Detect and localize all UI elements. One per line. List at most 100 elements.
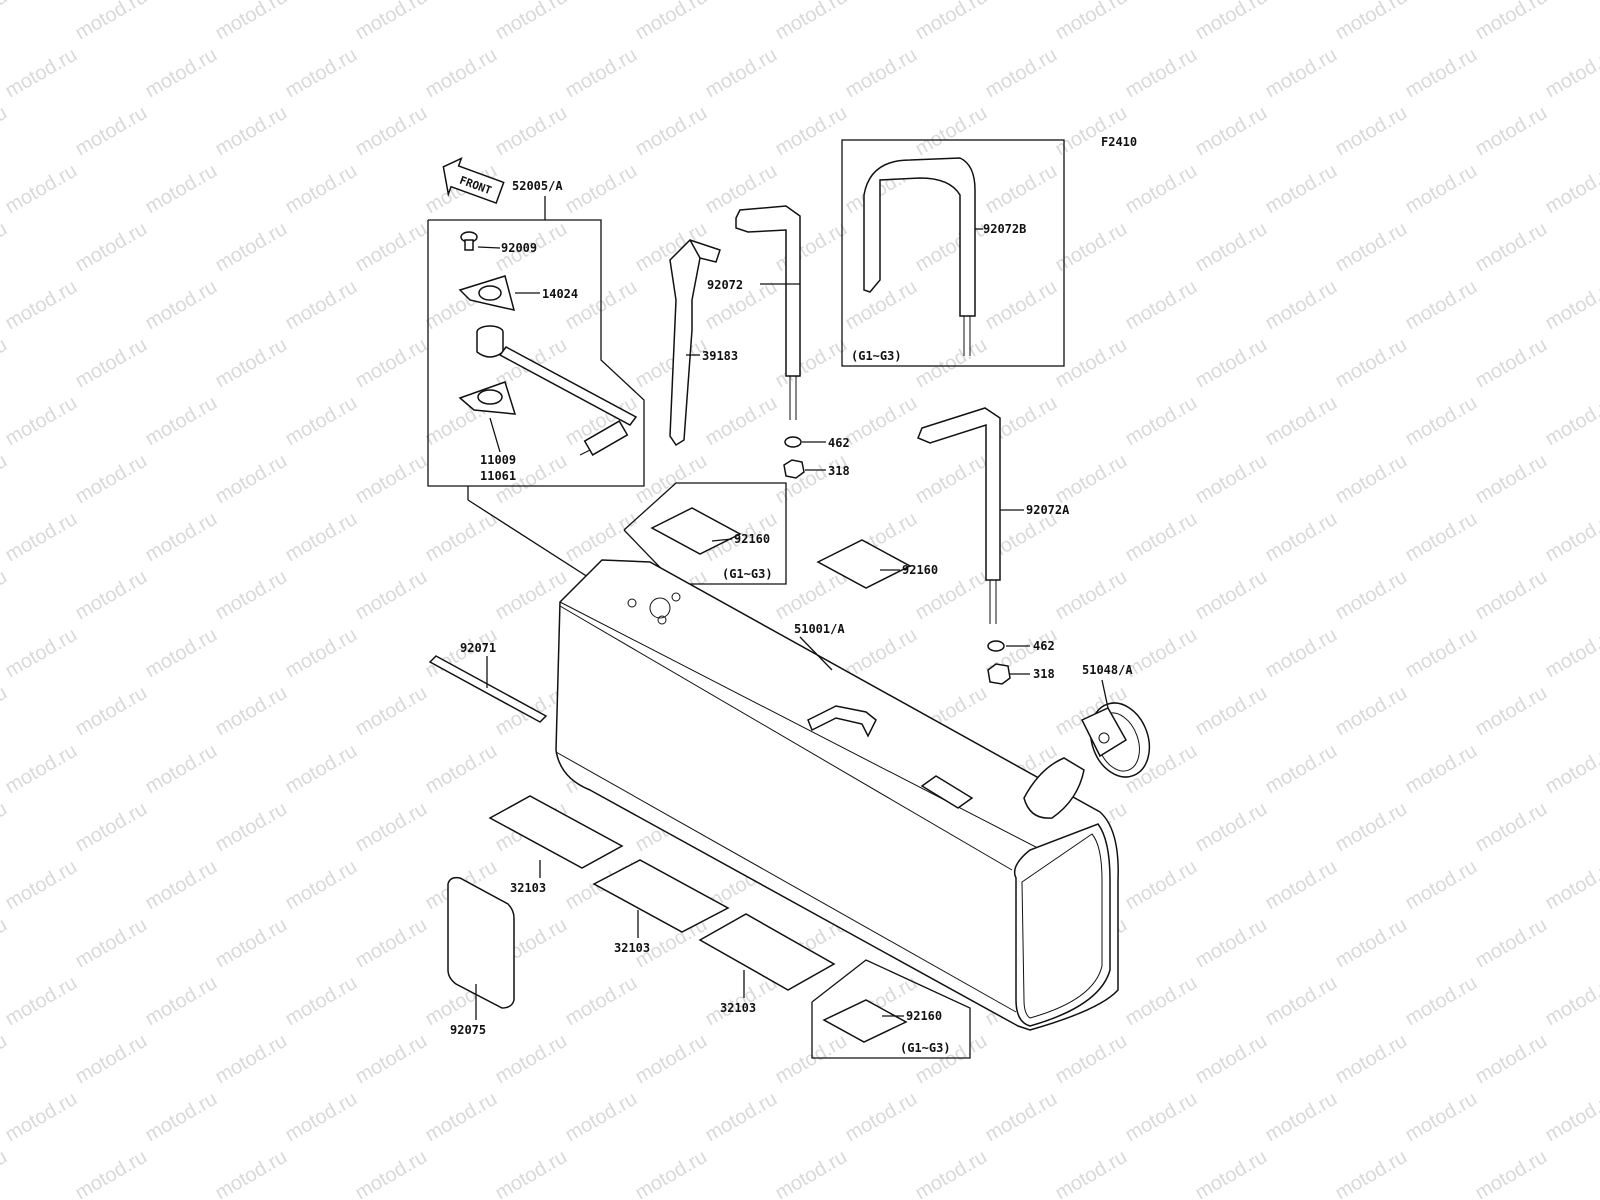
screw-92009-part [460, 231, 478, 251]
watermark-text: motod.ru [1122, 160, 1201, 219]
watermark-text: motod.ru [982, 276, 1061, 335]
watermark-text: motod.ru [1262, 44, 1341, 103]
watermark-text: motod.ru [352, 1146, 431, 1200]
watermark-text: motod.ru [212, 102, 291, 161]
watermark-text: motod.ru [1262, 508, 1341, 567]
watermark-text: motod.ru [0, 566, 11, 625]
watermark-text: motod.ru [1472, 450, 1551, 509]
watermark-text: motod.ru [212, 1146, 291, 1200]
watermark-text: motod.ru [2, 44, 81, 103]
watermark-text: motod.ru [1332, 798, 1411, 857]
watermark-text: motod.ru [1402, 276, 1481, 335]
watermark-text: motod.ru [842, 624, 921, 683]
watermark-text: motod.ru [1542, 856, 1600, 915]
watermark-text: motod.ru [1192, 450, 1271, 509]
watermark-text: motod.ru [2, 508, 81, 567]
watermark-text: motod.ru [982, 160, 1061, 219]
watermark-text: motod.ru [422, 1088, 501, 1147]
callout-92071: 92071 [460, 641, 496, 655]
watermark-text: motod.ru [1332, 914, 1411, 973]
watermark-text: motod.ru [1122, 276, 1201, 335]
callout-32103-b: 32103 [614, 941, 650, 955]
watermark-text: motod.ru [982, 44, 1061, 103]
watermark-text: motod.ru [422, 508, 501, 567]
callout-92075: 92075 [450, 1023, 486, 1037]
watermark-text: motod.ru [2, 1088, 81, 1147]
washer-462-upper-part [784, 436, 802, 448]
watermark-text: motod.ru [2, 392, 81, 451]
watermark-text: motod.ru [352, 334, 431, 393]
watermark-text: motod.ru [72, 566, 151, 625]
watermark-text: motod.ru [2, 276, 81, 335]
watermark-text: motod.ru [72, 914, 151, 973]
callout-32103-a: 32103 [510, 881, 546, 895]
watermark-text: motod.ru [352, 102, 431, 161]
callout-51048A: 51048/A [1082, 663, 1133, 677]
watermark-text: motod.ru [1192, 682, 1271, 741]
watermark-text: motod.ru [282, 508, 361, 567]
watermark-text: motod.ru [912, 450, 991, 509]
watermark-text: motod.ru [212, 334, 291, 393]
watermark-text: motod.ru [142, 508, 221, 567]
watermark-text: motod.ru [912, 0, 991, 44]
callout-92009: 92009 [501, 241, 537, 255]
callout-11061: 11061 [480, 469, 516, 483]
front-arrow-icon: FRONT [442, 157, 505, 205]
watermark-text: motod.ru [282, 740, 361, 799]
watermark-text: motod.ru [772, 566, 851, 625]
watermark-text: motod.ru [212, 0, 291, 44]
watermark-text: motod.ru [0, 682, 11, 741]
watermark-text: motod.ru [1192, 1030, 1271, 1089]
watermark-text: motod.ru [1332, 102, 1411, 161]
watermark-text: motod.ru [1472, 914, 1551, 973]
watermark-text: motod.ru [1262, 624, 1341, 683]
watermark-text: motod.ru [212, 798, 291, 857]
watermark-text: motod.ru [1402, 1088, 1481, 1147]
watermark-text: motod.ru [1262, 276, 1341, 335]
watermark-text: motod.ru [1332, 450, 1411, 509]
strap-92072-part [735, 205, 801, 420]
watermark-text: motod.ru [1472, 798, 1551, 857]
watermark-text: motod.ru [282, 972, 361, 1031]
watermark-text: motod.ru [1542, 276, 1600, 335]
watermark-text: motod.ru [0, 798, 11, 857]
watermark-text: motod.ru [1332, 1146, 1411, 1200]
watermark-text: motod.ru [912, 102, 991, 161]
watermark-text: motod.ru [2, 972, 81, 1031]
watermark-text: motod.ru [142, 624, 221, 683]
watermark-text: motod.ru [352, 566, 431, 625]
watermark-text: motod.ru [772, 334, 851, 393]
watermark-text: motod.ru [1332, 1030, 1411, 1089]
callout-92160-c: 92160 [906, 1009, 942, 1023]
watermark-text: motod.ru [72, 1030, 151, 1089]
watermark-text: motod.ru [1402, 856, 1481, 915]
watermark-text: motod.ru [1052, 450, 1131, 509]
watermark-text: motod.ru [1472, 1030, 1551, 1089]
watermark-text: motod.ru [352, 1030, 431, 1089]
watermark-text: motod.ru [562, 972, 641, 1031]
callout-462-upper: 462 [828, 436, 850, 450]
watermark-text: motod.ru [212, 566, 291, 625]
watermark-text: motod.ru [562, 508, 641, 567]
watermark-text: motod.ru [212, 914, 291, 973]
watermark-text: motod.ru [1052, 0, 1131, 44]
watermark-text: motod.ru [142, 392, 221, 451]
callout-462-lower: 462 [1033, 639, 1055, 653]
watermark-text: motod.ru [1052, 1146, 1131, 1200]
watermark-text: motod.ru [352, 450, 431, 509]
watermark-text: motod.ru [1472, 682, 1551, 741]
fuel-tank-51001A-part [555, 559, 1119, 1031]
watermark-text: motod.ru [1262, 392, 1341, 451]
watermark-text: motod.ru [352, 218, 431, 277]
watermark-text: motod.ru [772, 102, 851, 161]
watermark-text: motod.ru [1052, 566, 1131, 625]
nut-318-lower-part [987, 663, 1011, 685]
watermark-text: motod.ru [72, 334, 151, 393]
watermark-text: motod.ru [912, 334, 991, 393]
watermark-text: motod.ru [1192, 102, 1271, 161]
watermark-text: motod.ru [1052, 1030, 1131, 1089]
watermark-text: motod.ru [702, 1088, 781, 1147]
watermark-text: motod.ru [1472, 334, 1551, 393]
figure-code: F2410 [1101, 135, 1137, 149]
watermark-text: motod.ru [1192, 218, 1271, 277]
